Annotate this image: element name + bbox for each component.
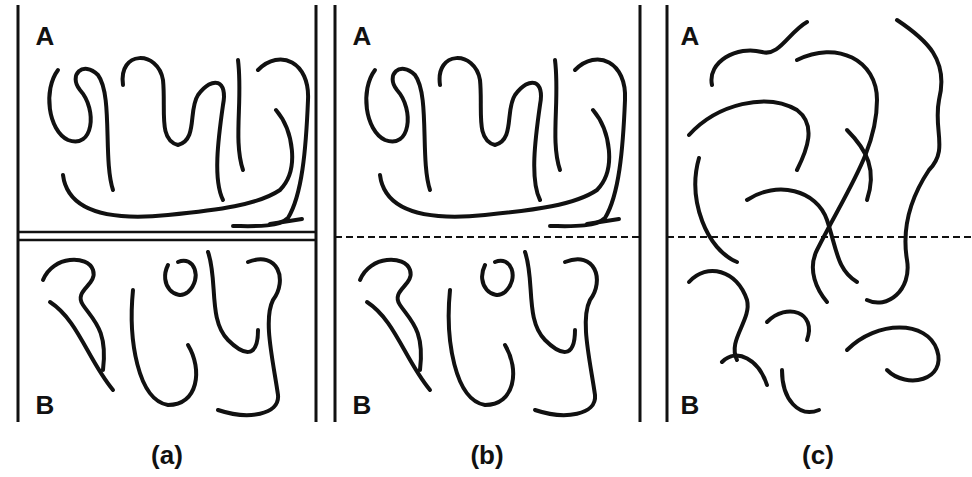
layer-label: A <box>353 23 372 49</box>
panel-label: (a) <box>151 442 183 468</box>
panel-c <box>667 5 972 422</box>
layer-label: B <box>36 392 55 418</box>
layer-label: B <box>353 392 372 418</box>
panel-a <box>18 5 316 422</box>
layer-label: A <box>36 23 55 49</box>
panel-label: (c) <box>802 442 834 468</box>
panel-label: (b) <box>470 442 503 468</box>
layer-label: B <box>681 392 700 418</box>
panel-b <box>335 5 640 422</box>
layer-label: A <box>681 23 700 49</box>
